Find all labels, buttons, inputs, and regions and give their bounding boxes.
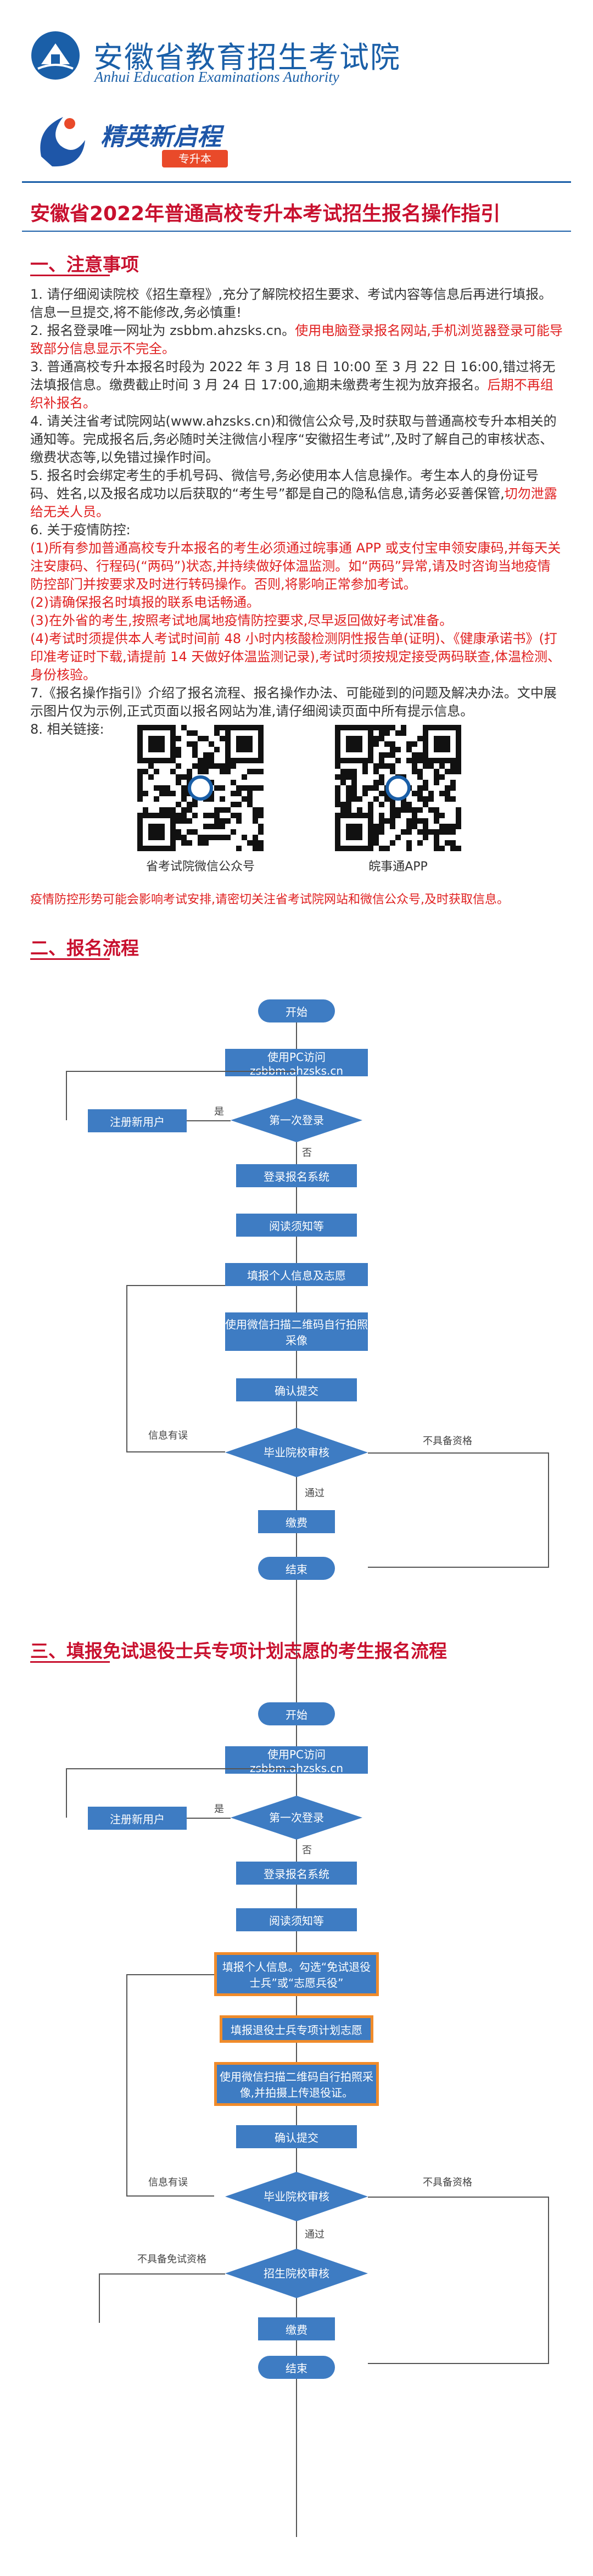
node-review: 毕业院校审核 [225, 2172, 368, 2221]
edge-register-loop [66, 1071, 296, 1120]
notice-item-1: 1. 请仔细阅读院校《招生章程》,充分了解院校招生要求、考试内容等信息后再进行填… [30, 287, 552, 320]
label-info-fail: 信息有误 [148, 1430, 188, 1441]
node-read: 阅读须知等 [236, 1214, 357, 1237]
section3-heading: 三、填报免试退役士兵专项计划志愿的考生报名流程 [30, 1640, 447, 1662]
node-wechat-upload: 使用微信扫描二维码自行拍照采像,并拍摄上传退役证。 [214, 2062, 379, 2106]
flow-spine [296, 1021, 297, 1801]
edge-not-pass-exempt [99, 2273, 225, 2323]
exam-authority-emblem-icon [31, 31, 80, 80]
edge-register [187, 1818, 231, 1819]
qr-wechat-caption: 省考试院微信公众号 [146, 860, 255, 874]
node-first-login: 第一次登录 [231, 1098, 362, 1142]
org-name-cn: 安徽省教育招生考试院 [93, 40, 401, 75]
section1-heading: 一、注意事项 [30, 254, 139, 275]
node-end: 结束 [258, 1557, 335, 1580]
node-register: 注册新用户 [88, 1807, 187, 1830]
brand-name: 精英新启程 [100, 123, 221, 151]
node-read: 阅读须知等 [236, 1908, 357, 1931]
label-no: 否 [302, 1147, 312, 1159]
node-first-login: 第一次登录 [231, 1796, 362, 1840]
node-end: 结束 [258, 2356, 335, 2379]
section2-heading: 二、报名流程 [30, 937, 139, 959]
title-divider [22, 231, 571, 232]
node-login: 登录报名系统 [236, 1862, 357, 1885]
notice-item-5: 5. 报名时会绑定考生的手机号码、微信号,务必使用本人信息操作。考生本人的身份证… [30, 468, 557, 519]
node-fill-plan: 填报退役士兵专项计划志愿 [220, 2015, 373, 2043]
epidemic-footnote: 疫情防控形势可能会影响考试安排,请密切关注省考试院网站和微信公众号,及时获取信息… [30, 893, 509, 907]
label-yes: 是 [214, 1106, 224, 1117]
notice-item-7: 7.《报名操作指引》介绍了报名流程、报名操作办法、可能碰到的问题及解决办法。文中… [30, 685, 557, 719]
covid-item-1: (1)所有参加普通高校专升本报名的考生必须通过皖事通 APP 或支付宝申领安康码… [30, 540, 561, 592]
section3-underline [30, 1661, 110, 1663]
label-not-pass: 不具备资格 [423, 1435, 472, 1447]
qr-app-caption: 皖事通APP [368, 860, 428, 874]
node-wechat: 使用微信扫描二维码自行拍照采像 [225, 1312, 368, 1351]
brand-swirl-icon [40, 117, 85, 167]
section2-underline [30, 958, 110, 960]
edge-not-pass-loop [368, 2197, 549, 2364]
notice-item-6: 6. 关于疫情防控: [30, 522, 131, 538]
node-review2: 招生院校审核 [225, 2249, 368, 2298]
node-fill-veteran: 填报个人信息。勾选“免试退役士兵”或“志愿兵役” [214, 1952, 379, 1996]
edge-register-loop [66, 1768, 296, 1818]
svg-text:第一次登录: 第一次登录 [269, 1114, 324, 1127]
qr-wanshitong-app[interactable] [335, 725, 472, 851]
node-confirm: 确认提交 [236, 1378, 357, 1401]
covid-item-4: (4)考试时须提供本人考试时间前 48 小时内核酸检测阴性报告单(证明)、《健康… [30, 631, 561, 683]
edge-register [187, 1120, 231, 1121]
node-login: 登录报名系统 [236, 1164, 357, 1187]
label-pass: 通过 [305, 2229, 325, 2240]
node-visit: 使用PC访问zsbbm.ahzsks.cn [225, 1049, 368, 1077]
qr-wechat-official[interactable] [137, 725, 275, 851]
registration-flowchart: 开始 使用PC访问zsbbm.ahzsks.cn 第一次登录 是 否 注册新用户… [0, 988, 593, 1812]
label-pass: 通过 [305, 1488, 325, 1499]
node-pay: 缴费 [258, 1510, 335, 1533]
header: 安徽省教育招生考试院 Anhui Education Examinations … [0, 0, 593, 96]
notice-item-2: 2. 报名登录唯一网址为 zsbbm.ahzsks.cn。使用电脑登录报名网站,… [30, 323, 563, 356]
label-not-pass-exempt: 不具备免试资格 [137, 2254, 206, 2265]
org-name-en: Anhui Education Examinations Authority [94, 69, 339, 85]
node-confirm: 确认提交 [236, 2125, 357, 2148]
node-pay: 缴费 [258, 2317, 335, 2340]
qr-code-icon [335, 725, 461, 851]
brand-block: 精英新启程 专升本 [30, 107, 261, 173]
header-divider [22, 181, 571, 183]
veteran-flowchart: 开始 使用PC访问zsbbm.ahzsks.cn 第一次登录 是 否 注册新用户… [0, 1691, 593, 2559]
section1-body: 1. 请仔细阅读院校《招生章程》,充分了解院校招生要求、考试内容等信息后再进行填… [30, 286, 563, 739]
svg-text:招生院校审核: 招生院校审核 [264, 2267, 329, 2280]
label-yes: 是 [214, 1803, 224, 1815]
node-fill: 填报个人信息及志愿 [225, 1263, 368, 1286]
svg-text:毕业院校审核: 毕业院校审核 [264, 1446, 329, 1459]
notice-item-8: 8. 相关链接: [30, 722, 104, 737]
notice-item-4: 4. 请关注省考试院网站(www.ahzsks.cn)和微信公众号,及时获取与普… [30, 413, 557, 465]
node-register: 注册新用户 [88, 1109, 187, 1132]
node-review: 毕业院校审核 [225, 1428, 368, 1477]
qr-code-icon [137, 725, 264, 851]
edge-info-fail-loop [126, 1285, 225, 1452]
notice-item-3: 3. 普通高校专升本报名时段为 2022 年 3 月 18 日 10:00 至 … [30, 359, 556, 411]
svg-text:毕业院校审核: 毕业院校审核 [264, 2190, 329, 2203]
node-start: 开始 [258, 999, 335, 1022]
edge-not-pass-loop [368, 1452, 549, 1568]
covid-item-2: (2)请确保报名时填报的联系电话畅通。 [30, 595, 260, 610]
covid-item-3: (3)在外省的考生,按照考试地属地疫情防控要求,尽早返回做好考试准备。 [30, 613, 453, 628]
label-not-pass: 不具备资格 [423, 2177, 472, 2188]
edge-info-fail-loop [126, 1974, 214, 2197]
svg-text:第一次登录: 第一次登录 [269, 1811, 324, 1824]
node-start: 开始 [258, 1702, 335, 1725]
label-no: 否 [302, 1845, 312, 1856]
label-info-fail: 信息有误 [148, 2177, 188, 2188]
brand-tag-badge: 专升本 [162, 150, 228, 167]
section1-underline [30, 275, 110, 276]
page-title: 安徽省2022年普通高校专升本考试招生报名操作指引 [30, 203, 501, 225]
